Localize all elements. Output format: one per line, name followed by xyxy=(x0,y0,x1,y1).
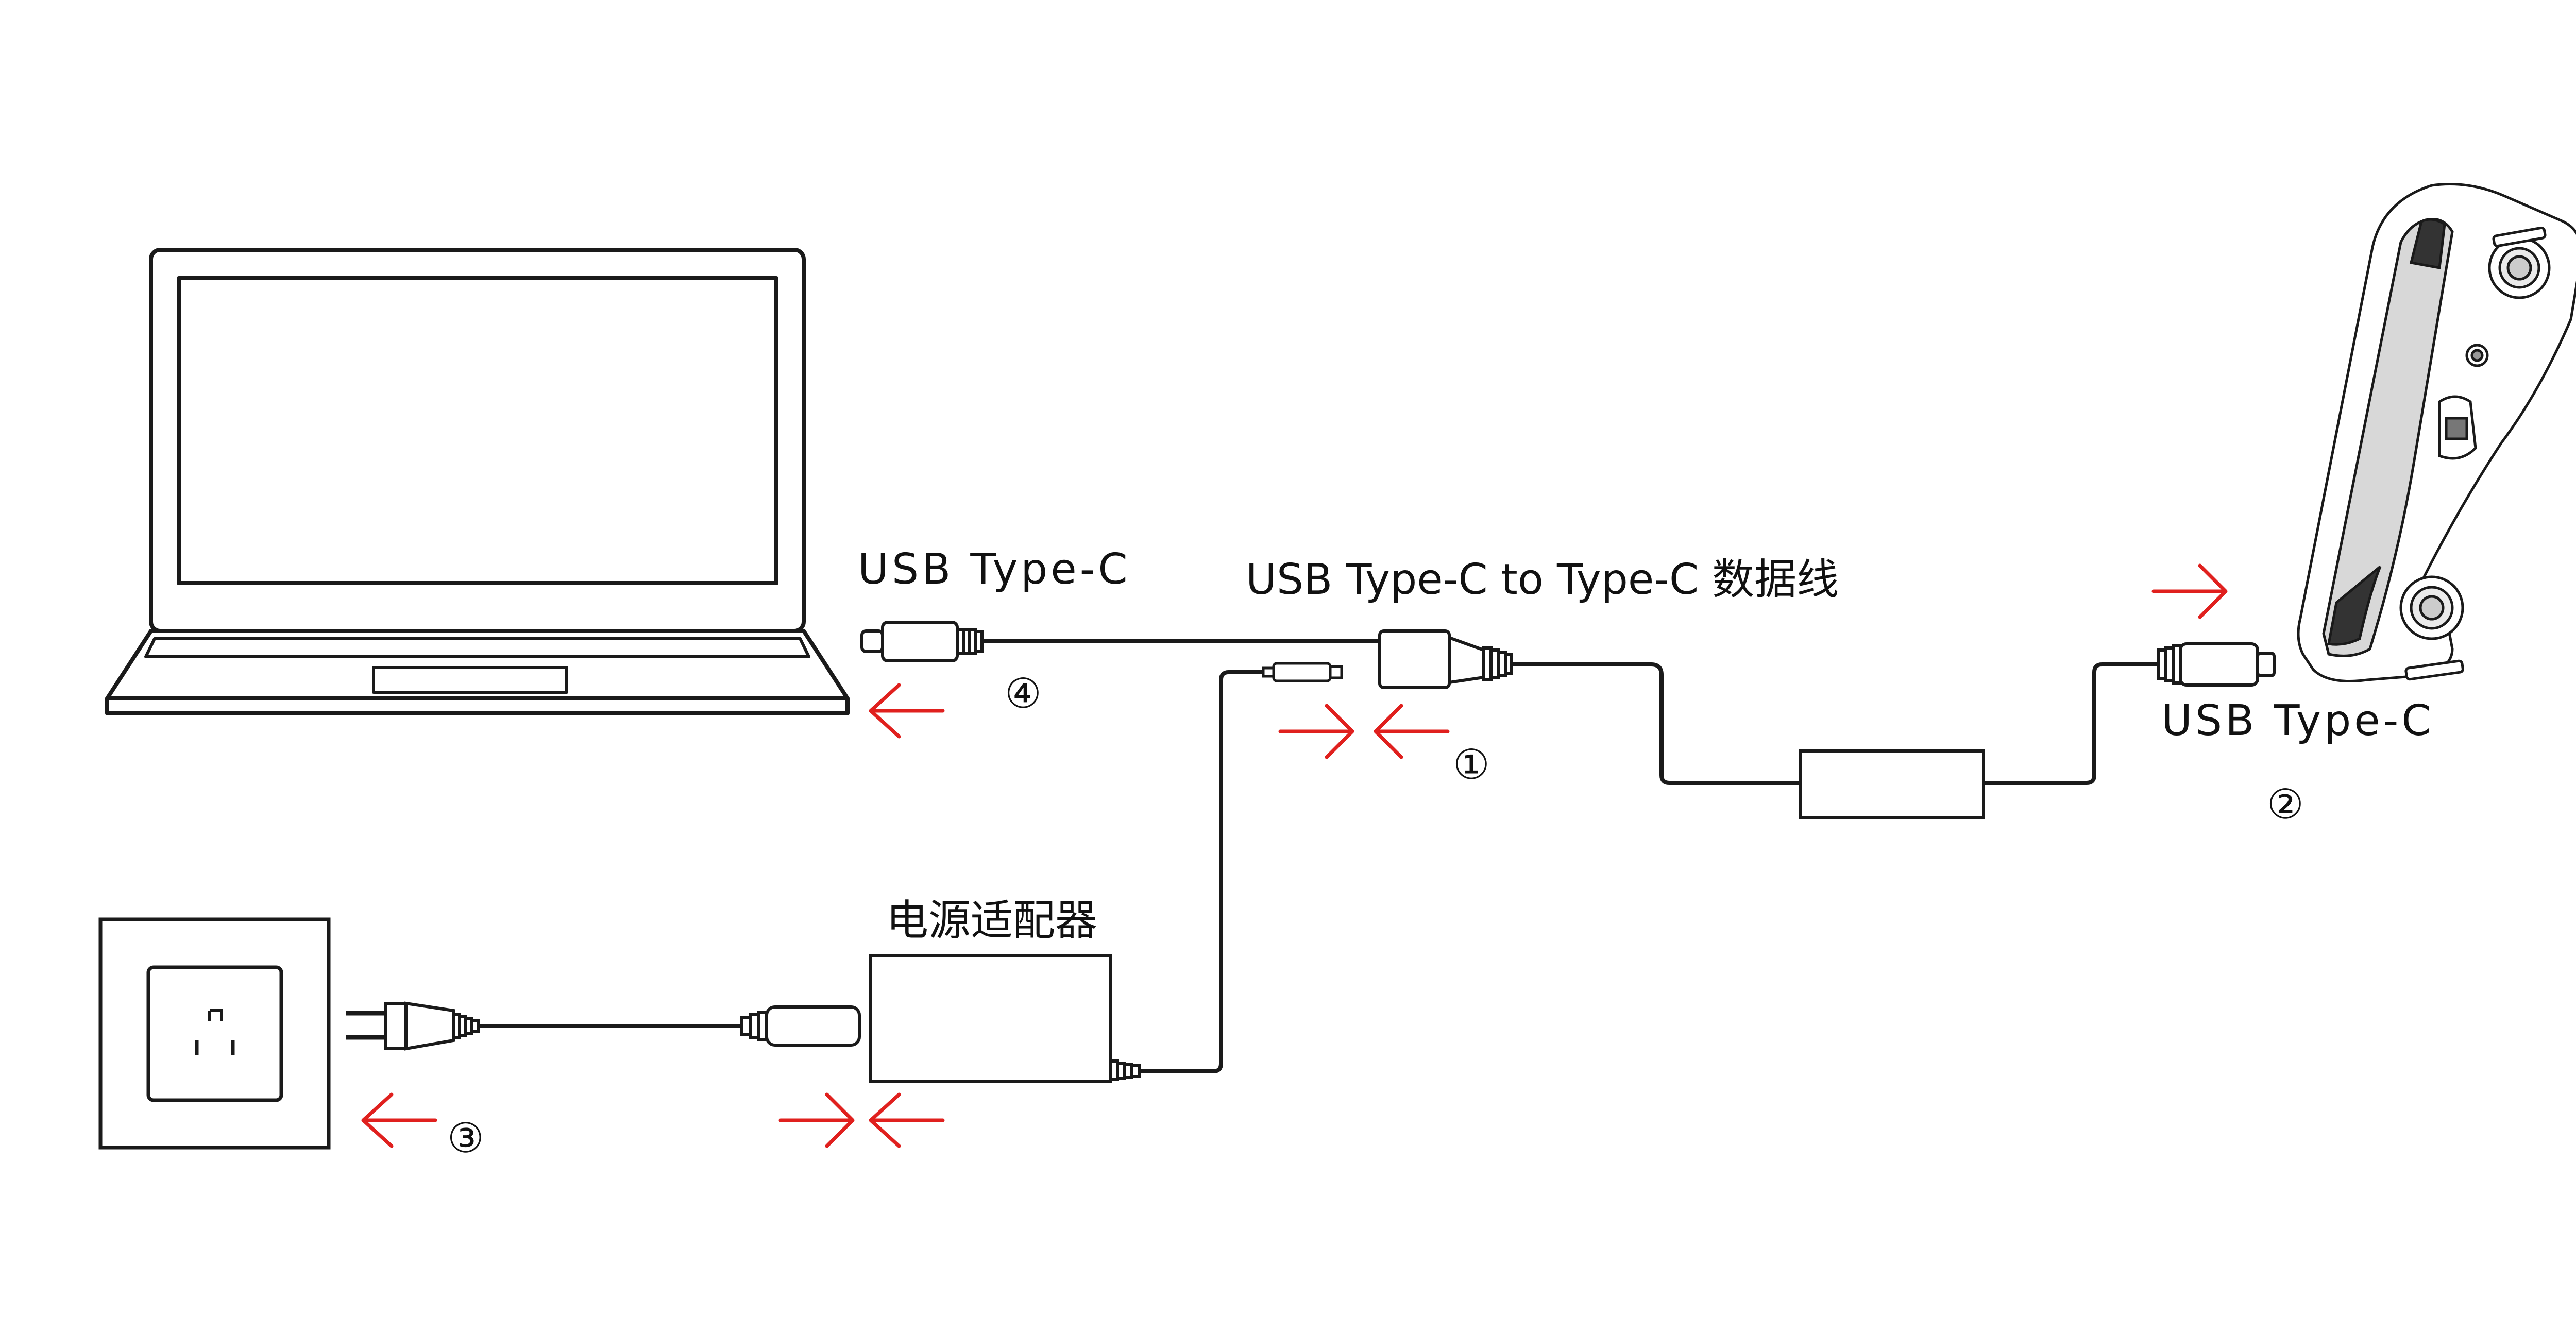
arrow-icon xyxy=(361,563,2228,1148)
adapter-input-plug xyxy=(740,1005,861,1047)
dc-plug xyxy=(1262,662,1343,682)
adapter-label: 电源适配器 xyxy=(886,896,1098,945)
usb-c-connector-icon xyxy=(860,621,984,662)
laptop-port-label: USB Type-C xyxy=(858,545,1131,594)
cable-right xyxy=(1984,662,2159,785)
power-adapter-icon xyxy=(869,954,1154,1083)
usb-cable-box-icon xyxy=(1799,749,1985,819)
scanner-port-label: USB Type-C xyxy=(2161,696,2434,745)
cable-splitter xyxy=(1378,629,1513,689)
3d-scanner-icon xyxy=(2297,183,2576,682)
scanner-usb-plug xyxy=(2157,642,2276,687)
wall-outlet-icon xyxy=(98,917,331,1150)
step-one-marker: ① xyxy=(1453,741,1490,789)
cable-label: USB Type-C to Type-C 数据线 xyxy=(1246,555,1839,604)
laptop-icon xyxy=(105,248,850,715)
step-four-marker: ④ xyxy=(1005,670,1042,717)
cable-mid xyxy=(1512,662,1801,785)
step-two-marker: ② xyxy=(2267,780,2304,828)
dc-cable xyxy=(1154,670,1263,1073)
step-three-marker: ③ xyxy=(447,1114,484,1162)
power-plug-icon xyxy=(346,1001,480,1051)
